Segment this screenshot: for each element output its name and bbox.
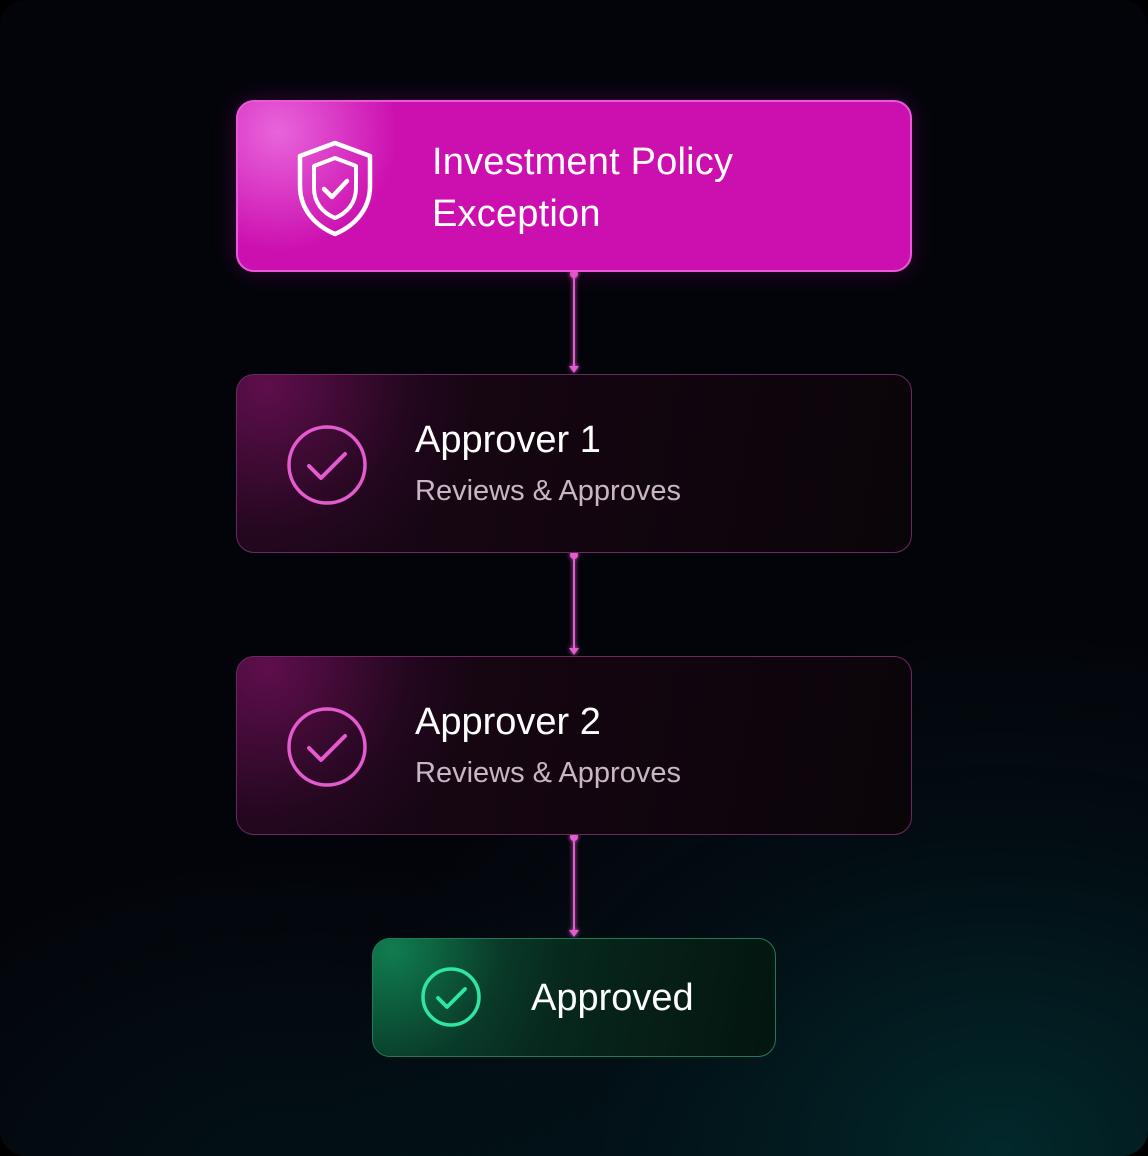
- approver-1-node[interactable]: Approver 1 Reviews & Approves: [236, 374, 912, 553]
- check-circle-icon: [285, 705, 369, 789]
- shield-check-icon: [294, 138, 376, 238]
- approver-1-subtitle: Reviews & Approves: [415, 475, 681, 507]
- policy-exception-title: Investment Policy Exception: [432, 141, 734, 235]
- policy-exception-node[interactable]: Investment Policy Exception: [236, 100, 912, 272]
- approved-title: Approved: [531, 977, 694, 1019]
- approver-2-subtitle: Reviews & Approves: [415, 757, 681, 789]
- check-circle-icon: [285, 423, 369, 507]
- check-circle-icon: [419, 965, 483, 1029]
- approved-node[interactable]: Approved: [372, 938, 776, 1057]
- connector-policy-to-approver1: [569, 270, 579, 373]
- approver-2-title: Approver 2: [415, 701, 601, 743]
- connector-approver2-to-approved: [569, 833, 579, 937]
- connector-approver1-to-approver2: [569, 551, 579, 655]
- approver-2-node[interactable]: Approver 2 Reviews & Approves: [236, 656, 912, 835]
- approver-1-title: Approver 1: [415, 419, 601, 461]
